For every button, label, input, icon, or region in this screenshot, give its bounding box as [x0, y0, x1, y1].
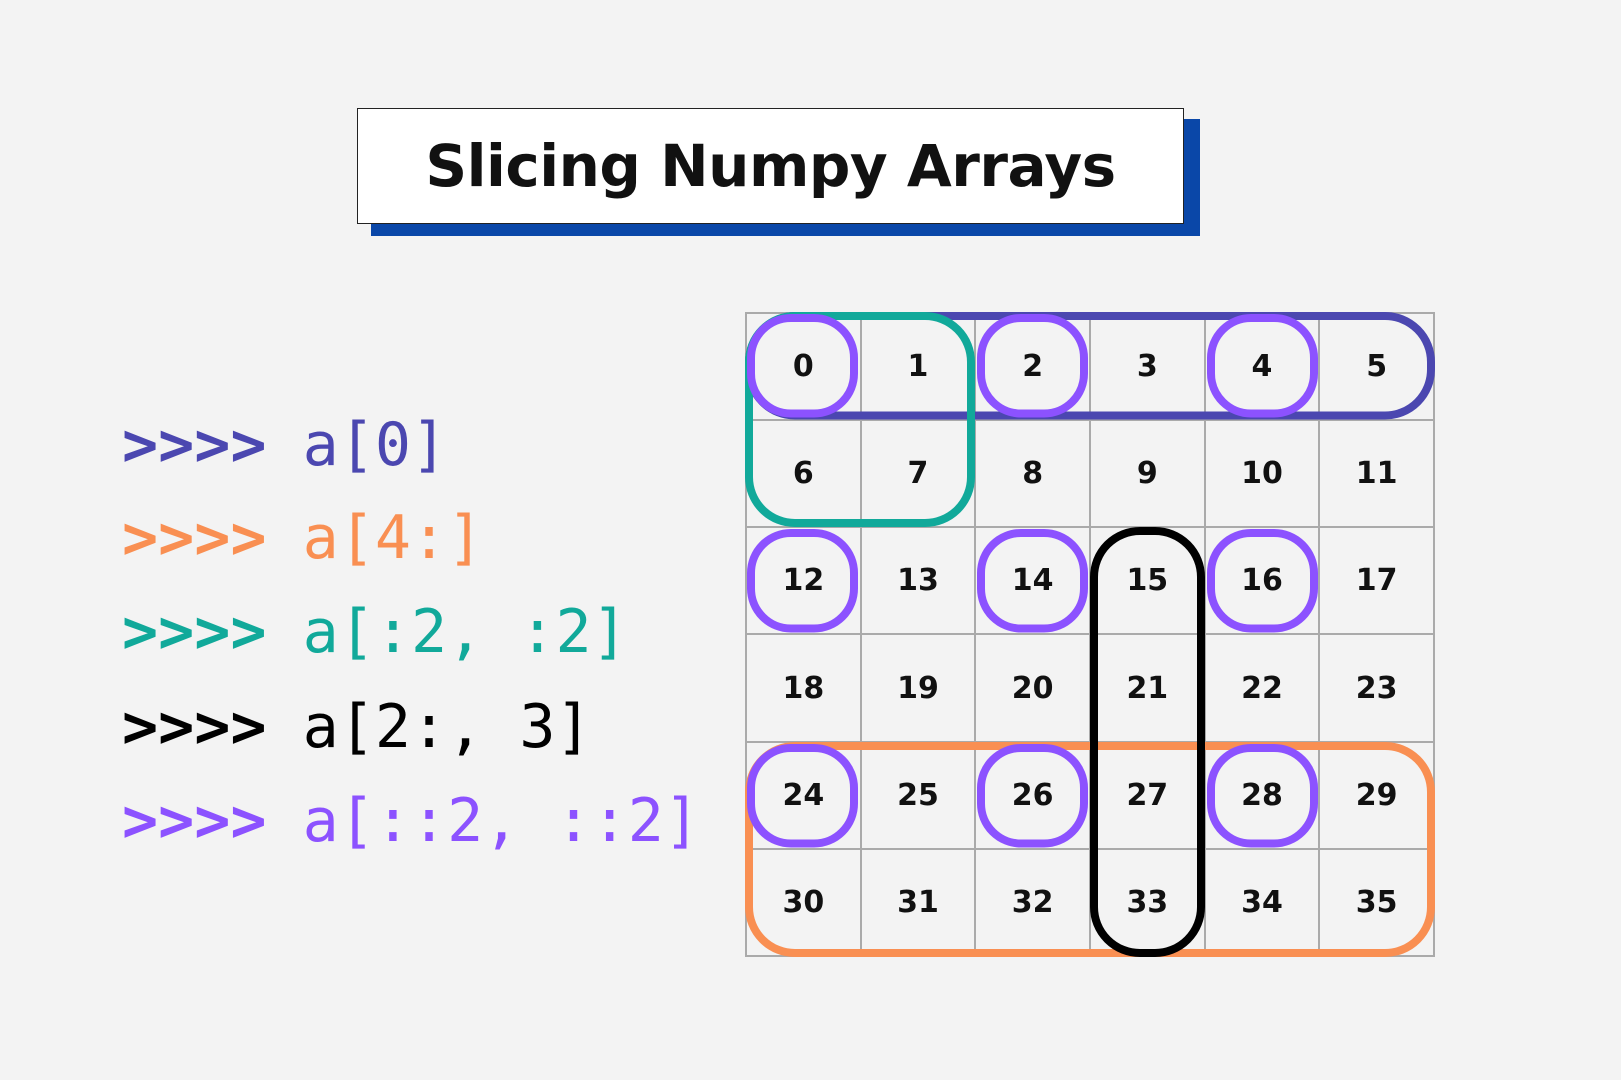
- array-cell: 15: [1090, 528, 1206, 636]
- array-cell: 7: [861, 421, 977, 529]
- code-line: >>>> a[:2, :2]: [122, 597, 628, 667]
- array-cell: 9: [1090, 421, 1206, 529]
- array-cell: 8: [976, 421, 1091, 529]
- array-cell: 33: [1090, 849, 1206, 957]
- array-cell: 12: [747, 528, 862, 636]
- code-expression: a[4:]: [302, 503, 484, 573]
- code-line: >>>> a[2:, 3]: [122, 692, 592, 762]
- array-cell: 29: [1320, 742, 1435, 850]
- code-expression: a[:2, :2]: [302, 597, 628, 667]
- array-cell: 17: [1320, 528, 1435, 636]
- array-cell: 1: [861, 314, 977, 422]
- code-prompt: >>>>: [122, 410, 267, 480]
- array-cell: 24: [747, 742, 862, 850]
- array-cell: 30: [747, 849, 862, 957]
- array-cell: 21: [1090, 635, 1206, 743]
- code-line: >>>> a[::2, ::2]: [122, 786, 700, 856]
- code-prompt: >>>>: [122, 786, 267, 856]
- array-cell: 11: [1320, 421, 1435, 529]
- array-cell: 19: [861, 635, 977, 743]
- array-cell: 28: [1205, 742, 1321, 850]
- array-cell: 4: [1205, 314, 1321, 422]
- array-cell: 32: [976, 849, 1091, 957]
- code-prompt: >>>>: [122, 503, 267, 573]
- array-cell: 13: [861, 528, 977, 636]
- array-cell: 3: [1090, 314, 1206, 422]
- array-cell: 35: [1320, 849, 1435, 957]
- code-expression: a[::2, ::2]: [302, 786, 700, 856]
- array-cell: 6: [747, 421, 862, 529]
- array-cell: 27: [1090, 742, 1206, 850]
- code-expression: a[2:, 3]: [302, 692, 592, 762]
- array-cell: 5: [1320, 314, 1435, 422]
- array-cell: 34: [1205, 849, 1321, 957]
- array-cell: 23: [1320, 635, 1435, 743]
- title-box: Slicing Numpy Arrays: [357, 108, 1184, 224]
- array-cell: 18: [747, 635, 862, 743]
- code-line: >>>> a[4:]: [122, 503, 483, 573]
- array-cell: 31: [861, 849, 977, 957]
- array-cell: 10: [1205, 421, 1321, 529]
- array-cell: 16: [1205, 528, 1321, 636]
- code-prompt: >>>>: [122, 597, 267, 667]
- array-cell: 20: [976, 635, 1091, 743]
- page-title: Slicing Numpy Arrays: [425, 132, 1116, 200]
- array-cell: 25: [861, 742, 977, 850]
- array-cell: 26: [976, 742, 1091, 850]
- array-cell: 22: [1205, 635, 1321, 743]
- code-line: >>>> a[0]: [122, 410, 447, 480]
- array-cell: 0: [747, 314, 862, 422]
- array-cell: 2: [976, 314, 1091, 422]
- array-cell: 14: [976, 528, 1091, 636]
- code-expression: a[0]: [302, 410, 448, 480]
- code-prompt: >>>>: [122, 692, 267, 762]
